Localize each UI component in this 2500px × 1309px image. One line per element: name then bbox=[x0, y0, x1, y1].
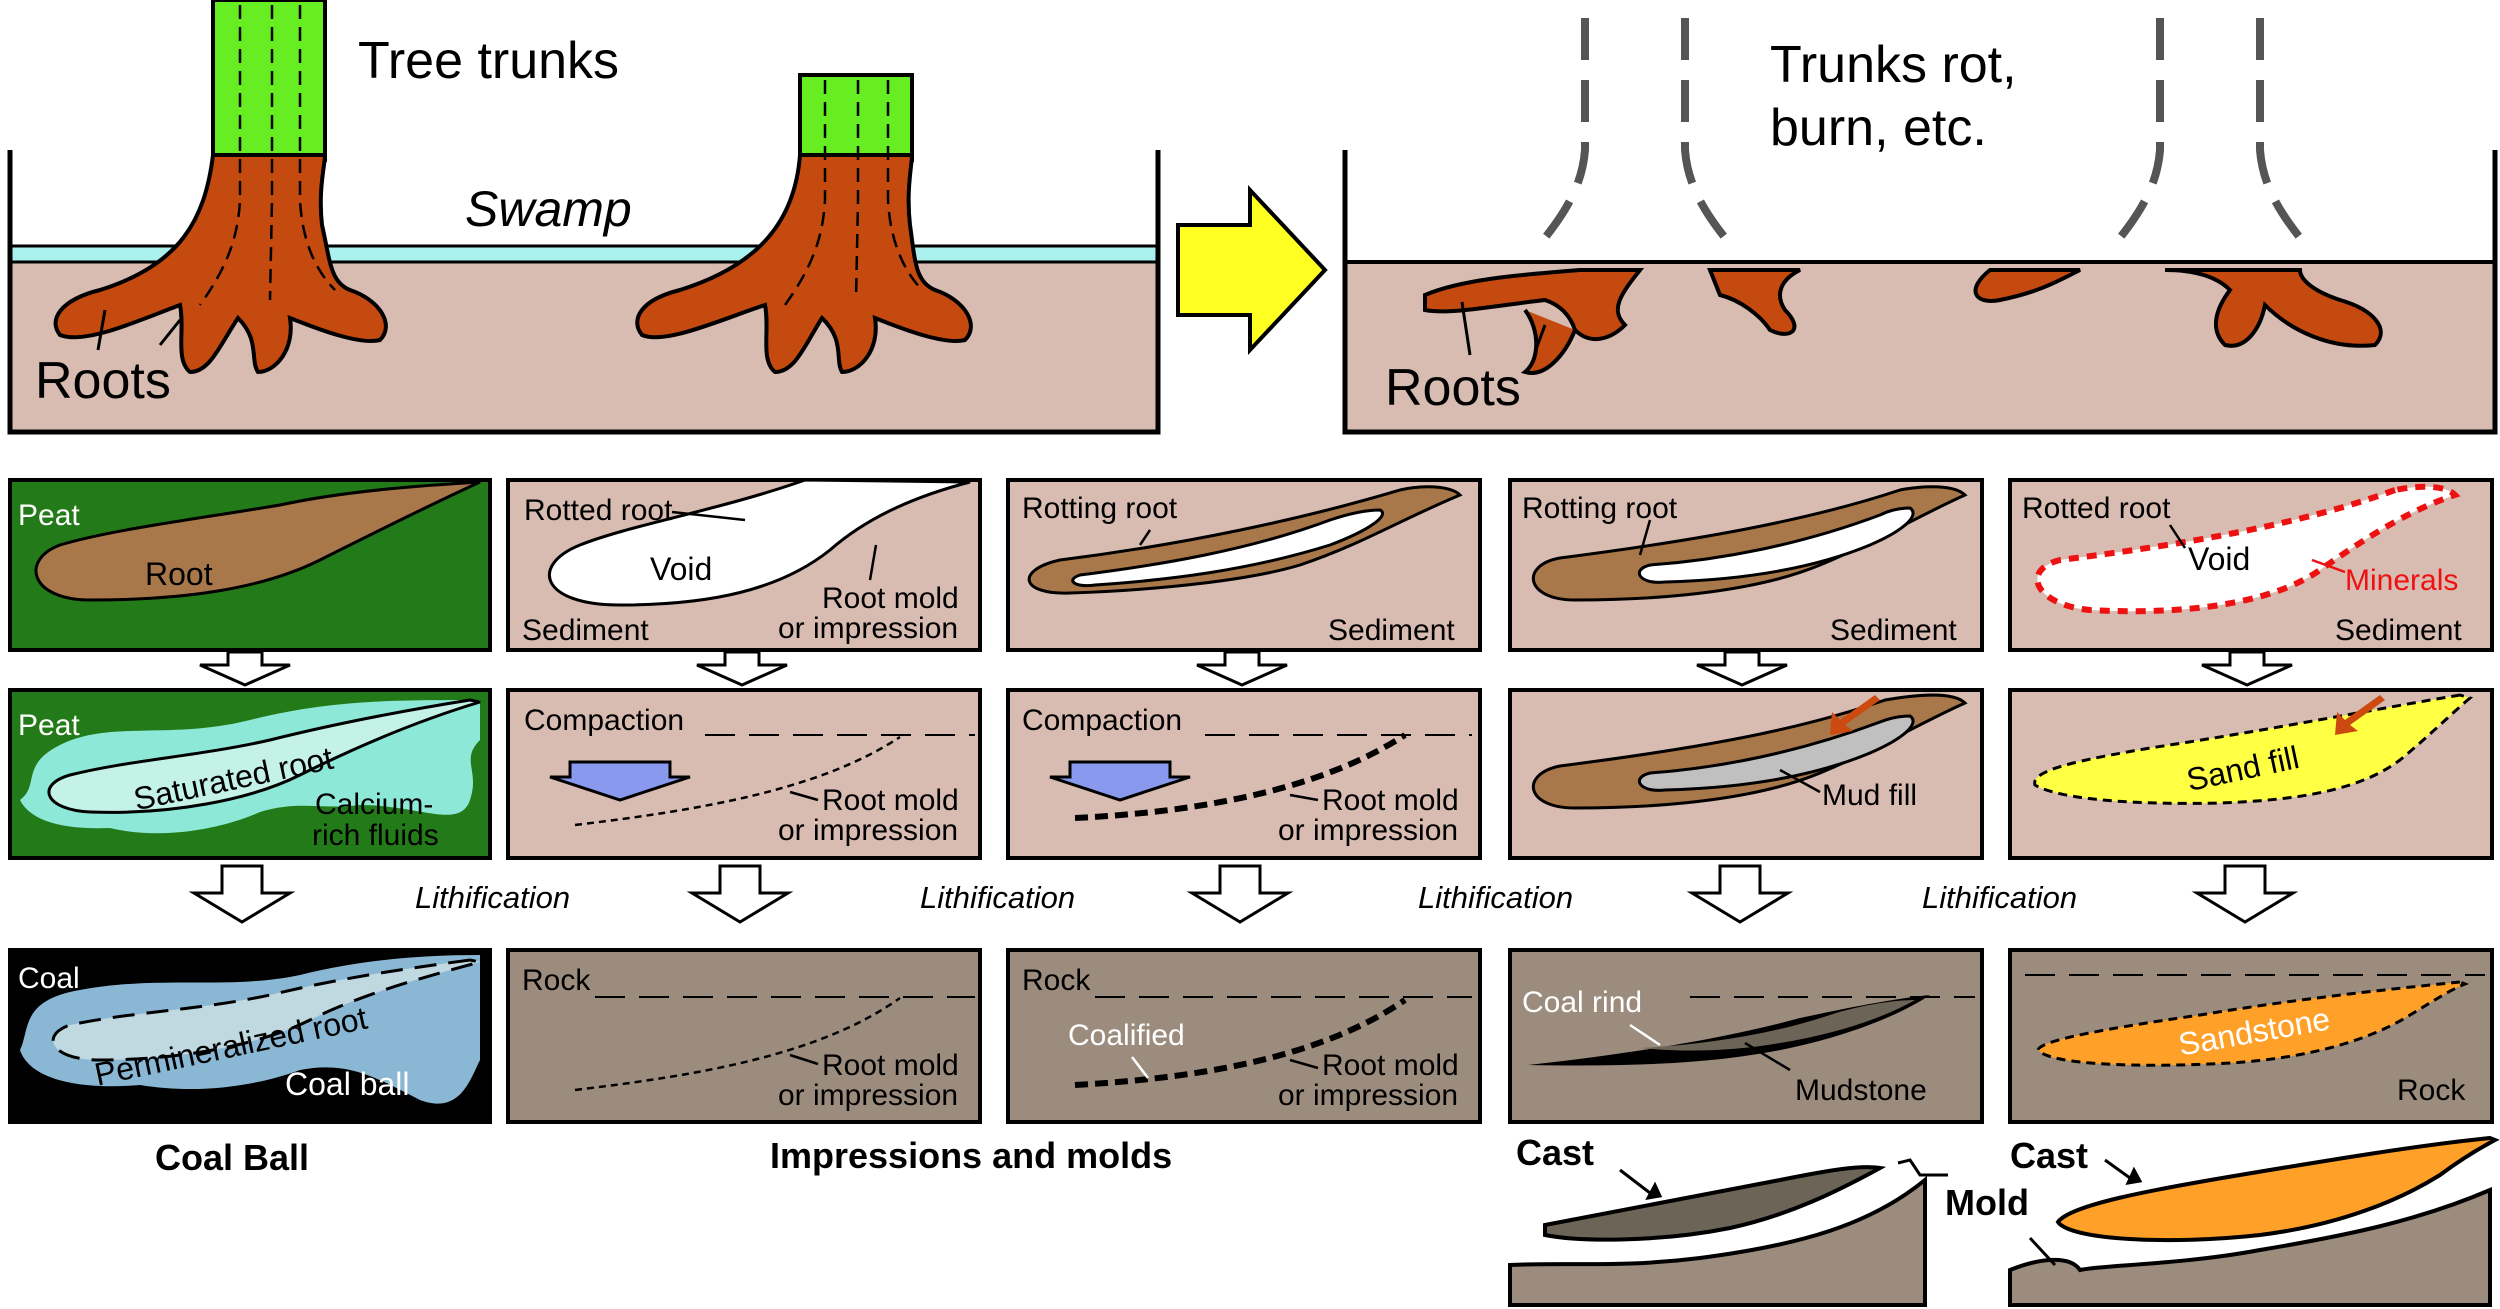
svg-text:or impression: or impression bbox=[778, 612, 958, 645]
svg-text:Calcium-: Calcium- bbox=[315, 788, 433, 821]
label-coalified: Coalified bbox=[1068, 1019, 1185, 1052]
swamp-basin-outline bbox=[7, 150, 1161, 435]
panel-void-minerals: Rotted root Void Minerals Sediment bbox=[2008, 478, 2494, 652]
svg-text:Peat: Peat bbox=[18, 709, 80, 742]
panel-calcium-fluids: Peat Saturated root Calcium- rich fluids bbox=[8, 688, 492, 860]
svg-text:Root mold: Root mold bbox=[1322, 1049, 1459, 1082]
svg-text:Root mold: Root mold bbox=[822, 582, 959, 615]
remaining-roots bbox=[1423, 268, 2383, 375]
label-lithification-4: Lithification bbox=[1922, 880, 2077, 915]
flow-arrow bbox=[1830, 695, 1880, 735]
roots-leader bbox=[96, 309, 107, 351]
label-peat: Peat bbox=[18, 499, 80, 532]
label-cast-left: Cast bbox=[1516, 1132, 1594, 1173]
panel-compaction-2: Compaction Root mold or impression bbox=[1006, 688, 1482, 860]
svg-text:Root mold: Root mold bbox=[822, 784, 959, 817]
label-cast-right: Cast bbox=[2010, 1135, 2088, 1176]
compaction-arrow bbox=[549, 760, 691, 802]
svg-text:Compaction: Compaction bbox=[1022, 704, 1182, 737]
svg-text:or impression: or impression bbox=[1278, 814, 1458, 847]
svg-text:or impression: or impression bbox=[1278, 1079, 1458, 1112]
svg-text:Rotted root: Rotted root bbox=[2022, 492, 2171, 525]
label-trunks-rot-2: burn, etc. bbox=[1770, 99, 1987, 157]
svg-text:Compaction: Compaction bbox=[524, 704, 684, 737]
label-tree-trunks: Tree trunks bbox=[358, 32, 619, 90]
svg-text:Mud fill: Mud fill bbox=[1822, 779, 1917, 812]
panel-rotting-root-sediment: Rotting root Sediment bbox=[1006, 478, 1482, 652]
cast-and-mold-mudstone: Cast bbox=[1508, 1132, 1948, 1307]
caption-coal-ball: Coal Ball bbox=[155, 1137, 309, 1178]
down-arrows-row1 bbox=[199, 650, 2293, 687]
label-lithification-2: Lithification bbox=[920, 880, 1075, 915]
svg-text:Mudstone: Mudstone bbox=[1795, 1074, 1927, 1107]
label-rotting-root: Rotting root bbox=[1022, 492, 1178, 525]
label-coal-rind: Coal rind bbox=[1522, 986, 1642, 1019]
panel-compaction-1: Compaction Root mold or impression bbox=[506, 688, 982, 860]
svg-text:Sediment: Sediment bbox=[1830, 614, 1957, 647]
swamp-scene: Tree trunks Swamp Roots bbox=[7, 0, 1161, 435]
svg-text:Coal ball: Coal ball bbox=[285, 1066, 410, 1102]
panel-void-sediment: Rotted root Void Root mold or impression… bbox=[506, 478, 982, 652]
ghost-trunks bbox=[1531, 18, 2314, 253]
panel-peat-root: Peat Root bbox=[8, 478, 492, 652]
panel-coal-ball: Coal Permineralized root Coal ball bbox=[8, 948, 492, 1124]
tree-trunk-right bbox=[635, 73, 973, 375]
panel-rotting-root-sediment-2: Rotting root Sediment bbox=[1508, 478, 1984, 652]
svg-text:rich fluids: rich fluids bbox=[312, 819, 439, 852]
panel-mud-fill: Mud fill bbox=[1508, 688, 1984, 860]
down-arrows-row2 bbox=[188, 864, 2299, 924]
panel-rock-impression-2: Rock Coalified Root mold or impression bbox=[1006, 948, 1482, 1124]
label-root: Root bbox=[145, 556, 213, 592]
svg-text:Rock: Rock bbox=[522, 964, 591, 997]
svg-text:Void: Void bbox=[2188, 541, 2250, 577]
svg-text:Rock: Rock bbox=[1022, 964, 1091, 997]
panel-rock-impression-1: Rock Root mold or impression bbox=[506, 948, 982, 1124]
tree-trunk-left bbox=[53, 0, 388, 375]
panel-sand-fill: Sand fill bbox=[2008, 688, 2494, 860]
cast-and-mold-sandstone: Cast Mold bbox=[1945, 1135, 2500, 1307]
svg-text:Coal: Coal bbox=[18, 962, 80, 995]
svg-text:Sediment: Sediment bbox=[522, 614, 649, 647]
rotted-trunks-scene: Trunks rot, burn, etc. Roots bbox=[1342, 18, 2498, 435]
svg-text:or impression: or impression bbox=[778, 814, 958, 847]
svg-text:or impression: or impression bbox=[778, 1079, 958, 1112]
panel-mudstone: Coal rind Mudstone bbox=[1508, 948, 1984, 1124]
svg-text:Sediment: Sediment bbox=[1328, 614, 1455, 647]
label-rotted-root: Rotted root bbox=[524, 494, 673, 527]
label-swamp: Swamp bbox=[465, 181, 632, 237]
svg-text:Root mold: Root mold bbox=[1322, 784, 1459, 817]
transition-arrow bbox=[1176, 184, 1328, 356]
panel-sandstone: Sandstone Rock bbox=[2008, 948, 2494, 1124]
label-minerals: Minerals bbox=[2345, 564, 2458, 597]
label-lithification-1: Lithification bbox=[415, 880, 570, 915]
label-roots-right: Roots bbox=[1385, 359, 1521, 417]
label-lithification-3: Lithification bbox=[1418, 880, 1573, 915]
caption-impressions: Impressions and molds bbox=[770, 1135, 1172, 1176]
svg-text:Sediment: Sediment bbox=[2335, 614, 2462, 647]
label-void: Void bbox=[650, 551, 712, 587]
label-mold: Mold bbox=[1945, 1182, 2029, 1223]
label-roots-left: Roots bbox=[35, 352, 171, 410]
svg-text:Rock: Rock bbox=[2397, 1074, 2466, 1107]
svg-text:Root mold: Root mold bbox=[822, 1049, 959, 1082]
svg-text:Rotting root: Rotting root bbox=[1522, 492, 1678, 525]
label-trunks-rot-1: Trunks rot, bbox=[1770, 36, 2017, 94]
